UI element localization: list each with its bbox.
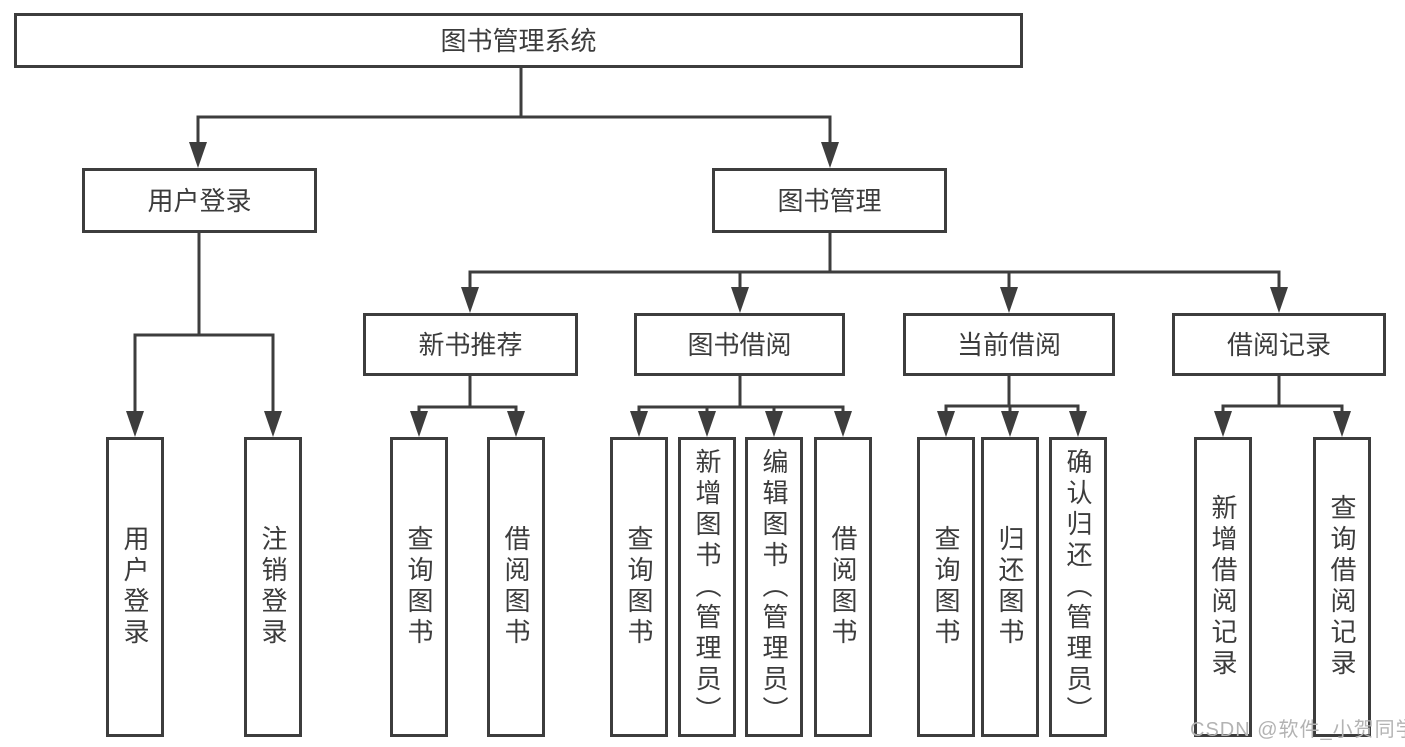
leaf-return-books: 归还图书 (981, 437, 1039, 737)
leaf-logout: 注销登录 (244, 437, 302, 737)
leaf-borrow-books-recommend: 借阅图书 (487, 437, 545, 737)
leaf-borrow-books-borrowing: 借阅图书 (814, 437, 872, 737)
node-user-login: 用户登录 (82, 168, 317, 233)
leaf-query-borrow-record: 查询借阅记录 (1313, 437, 1371, 737)
node-new-book-recommend: 新书推荐 (363, 313, 578, 376)
leaf-query-books-current: 查询图书 (917, 437, 975, 737)
csdn-watermark: CSDN @软件_小贺同学 (1190, 719, 1405, 741)
leaf-add-borrow-record: 新增借阅记录 (1194, 437, 1252, 737)
node-current-borrowing: 当前借阅 (903, 313, 1115, 376)
leaf-query-books-recommend: 查询图书 (390, 437, 448, 737)
leaf-add-book-admin: 新增图书（管理员） (678, 437, 736, 737)
node-book-management: 图书管理 (712, 168, 947, 233)
leaf-confirm-return-admin: 确认归还（管理员） (1049, 437, 1107, 737)
leaf-user-login: 用户登录 (106, 437, 164, 737)
node-system-root: 图书管理系统 (14, 13, 1023, 68)
node-borrowing-records: 借阅记录 (1172, 313, 1386, 376)
leaf-edit-book-admin: 编辑图书（管理员） (745, 437, 803, 737)
leaf-query-books-borrowing: 查询图书 (610, 437, 668, 737)
node-book-borrowing: 图书借阅 (634, 313, 845, 376)
